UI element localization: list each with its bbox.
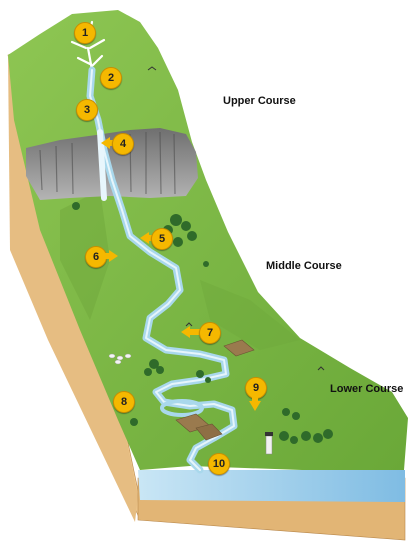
upper-course-label: Upper Course (223, 95, 296, 107)
marker-4-stem (108, 140, 114, 146)
rock-stripes (39, 131, 176, 195)
sea (138, 470, 405, 502)
oxbow-lake (160, 399, 204, 417)
lighthouse-icon (265, 432, 273, 455)
marker-3: 3 (76, 99, 98, 121)
grass-surface (8, 10, 408, 470)
marker-4: 4 (112, 133, 134, 155)
marker-6-pointer (109, 250, 118, 262)
marker-5: 5 (151, 228, 173, 250)
river-highlight (89, 69, 235, 471)
marker-6-stem (104, 253, 110, 259)
lower-course-label: Lower Course (330, 383, 404, 395)
marker-1: 1 (74, 22, 96, 44)
marker-5-pointer (140, 232, 149, 244)
marker-7-stem (188, 329, 200, 335)
bird-icon (185, 322, 193, 327)
trees (72, 202, 333, 444)
grass-shade (200, 280, 300, 350)
bird-icon (147, 66, 157, 71)
marker-7-pointer (181, 326, 190, 338)
sheep (108, 353, 132, 365)
marker-4-pointer (101, 137, 110, 149)
marker-9-stem (252, 396, 258, 402)
marker-10: 10 (208, 453, 230, 475)
marker-9-pointer (249, 401, 261, 411)
waterfall (97, 129, 107, 201)
marker-8: 8 (113, 391, 135, 413)
marker-7: 7 (199, 322, 221, 344)
rock-cliff (26, 128, 198, 200)
marker-5-stem (147, 235, 153, 241)
fields (175, 339, 255, 441)
middle-course-label: Middle Course (266, 260, 342, 272)
marker-2: 2 (100, 67, 122, 89)
bird-icon (317, 366, 325, 371)
